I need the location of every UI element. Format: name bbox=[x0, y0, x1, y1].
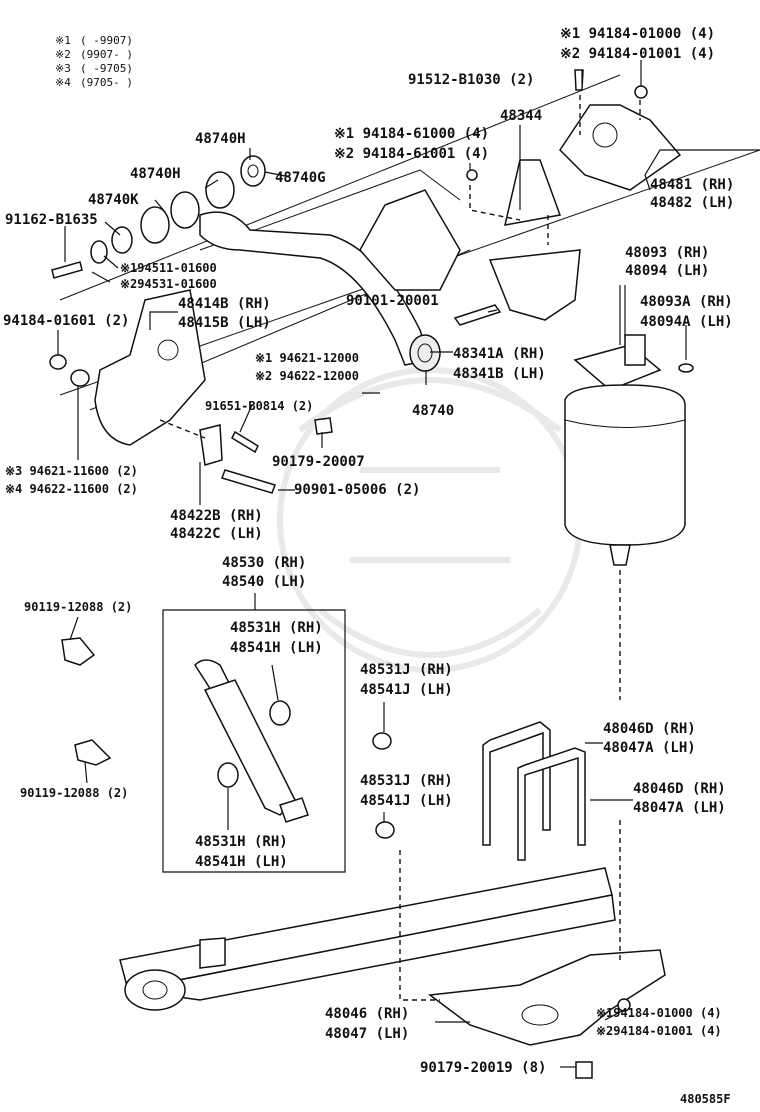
shock-absorber-group bbox=[162, 609, 346, 873]
label-48094a: 48094A (LH) bbox=[640, 314, 733, 330]
label-94622-12000: ※2 94622-12000 bbox=[255, 369, 359, 383]
upper-arm-48740 bbox=[199, 211, 441, 372]
label-90179-20019: 90179-20019 (8) bbox=[420, 1060, 546, 1076]
label-94622-11600: ※4 94622-11600 (2) bbox=[5, 482, 138, 496]
legend: ※1 ( -9907) ※2 (9907- ) ※3 ( -9705) ※4 (… bbox=[55, 34, 133, 89]
label-90179-20007: 90179-20007 bbox=[272, 454, 365, 470]
legend-range-4: (9705- ) bbox=[80, 76, 133, 89]
spring-seat-48046 bbox=[428, 949, 666, 1079]
dashed-alignment-lines bbox=[159, 95, 641, 1001]
label-48094: 48094 (LH) bbox=[625, 263, 709, 279]
label-90101-20001: 90101-20001 bbox=[346, 293, 439, 309]
u-bolts-48046d bbox=[482, 721, 586, 861]
label-48046d-b: 48046D (RH) bbox=[633, 781, 726, 797]
label-48047: 48047 (LH) bbox=[325, 1026, 409, 1042]
bushing-set-48740 bbox=[51, 155, 266, 279]
label-94184-61001: ※2 94184-61001 (4) bbox=[334, 146, 489, 162]
label-94511-01600: ※194511-01600 bbox=[120, 261, 217, 275]
label-48531j-b: 48531J (RH) bbox=[360, 773, 453, 789]
label-48531j-a: 48531J (RH) bbox=[360, 662, 453, 678]
label-48047a-a: 48047A (LH) bbox=[603, 740, 696, 756]
label-48422b: 48422B (RH) bbox=[170, 508, 263, 524]
legend-range-1: ( -9907) bbox=[80, 34, 133, 47]
shock-bolts-and-cushions bbox=[61, 637, 395, 839]
bracket-48414b bbox=[49, 289, 333, 494]
leaf-spring bbox=[119, 867, 616, 1011]
label-91162-b1635: 91162-B1635 bbox=[5, 212, 98, 228]
figure-code: 480585F bbox=[680, 1092, 731, 1106]
label-91651-b0814: 91651-B0814 (2) bbox=[205, 399, 313, 413]
legend-mark-2: ※2 bbox=[55, 48, 71, 61]
label-48531h-b: 48531H (RH) bbox=[195, 834, 288, 850]
label-48046d-a: 48046D (RH) bbox=[603, 721, 696, 737]
label-94531-01600: ※294531-01600 bbox=[120, 277, 217, 291]
label-48530: 48530 (RH) bbox=[222, 555, 306, 571]
legend-mark-3: ※3 bbox=[55, 62, 71, 75]
label-94621-11600: ※3 94621-11600 (2) bbox=[5, 464, 138, 478]
label-48047a-b: 48047A (LH) bbox=[633, 800, 726, 816]
label-94184-01000-b: ※194184-01000 (4) bbox=[596, 1006, 722, 1020]
label-48740: 48740 bbox=[412, 403, 454, 419]
leader-lines bbox=[57, 60, 760, 1068]
label-94184-01001: ※2 94184-01001 (4) bbox=[560, 46, 715, 62]
label-90119-12088-b: 90119-12088 (2) bbox=[20, 786, 128, 800]
part-labels: ※1 94184-01000 (4) ※2 94184-01001 (4) 91… bbox=[3, 26, 734, 1106]
legend-range-3: ( -9705) bbox=[80, 62, 133, 75]
label-90119-12088-a: 90119-12088 (2) bbox=[24, 600, 132, 614]
label-48540: 48540 (LH) bbox=[222, 574, 306, 590]
label-94184-61000: ※1 94184-61000 (4) bbox=[334, 126, 489, 142]
legend-range-2: (9907- ) bbox=[80, 48, 133, 61]
legend-mark-1: ※1 bbox=[55, 34, 71, 47]
label-48531h-a: 48531H (RH) bbox=[230, 620, 323, 636]
legend-mark-4: ※4 bbox=[55, 76, 71, 89]
label-91512-b1030: 91512-B1030 (2) bbox=[408, 72, 534, 88]
label-48541h-a: 48541H (LH) bbox=[230, 640, 323, 656]
label-48414b: 48414B (RH) bbox=[178, 296, 271, 312]
label-48740g: 48740G bbox=[275, 170, 326, 186]
label-48541j-b: 48541J (LH) bbox=[360, 793, 453, 809]
label-48422c: 48422C (LH) bbox=[170, 526, 263, 542]
label-90901-05006: 90901-05006 (2) bbox=[294, 482, 420, 498]
label-94184-01601: 94184-01601 (2) bbox=[3, 313, 129, 329]
label-48481: 48481 (RH) bbox=[650, 177, 734, 193]
label-48093: 48093 (RH) bbox=[625, 245, 709, 261]
label-48344: 48344 bbox=[500, 108, 542, 124]
label-48093a: 48093A (RH) bbox=[640, 294, 733, 310]
label-48482: 48482 (LH) bbox=[650, 195, 734, 211]
label-48740h-a: 48740H bbox=[195, 131, 246, 147]
label-48541h-b: 48541H (LH) bbox=[195, 854, 288, 870]
bump-stop-assembly bbox=[359, 69, 682, 326]
label-94621-12000: ※1 94621-12000 bbox=[255, 351, 359, 365]
label-48341a: 48341A (RH) bbox=[453, 346, 546, 362]
label-48046: 48046 (RH) bbox=[325, 1006, 409, 1022]
label-94184-01000: ※1 94184-01000 (4) bbox=[560, 26, 715, 42]
label-48740h-b: 48740H bbox=[130, 166, 181, 182]
label-48415b: 48415B (LH) bbox=[178, 315, 271, 331]
label-94184-01001-b: ※294184-01001 (4) bbox=[596, 1024, 722, 1038]
label-48541j-a: 48541J (LH) bbox=[360, 682, 453, 698]
label-48341b: 48341B (LH) bbox=[453, 366, 546, 382]
label-48740k: 48740K bbox=[88, 192, 139, 208]
air-spring-48093 bbox=[564, 334, 694, 566]
